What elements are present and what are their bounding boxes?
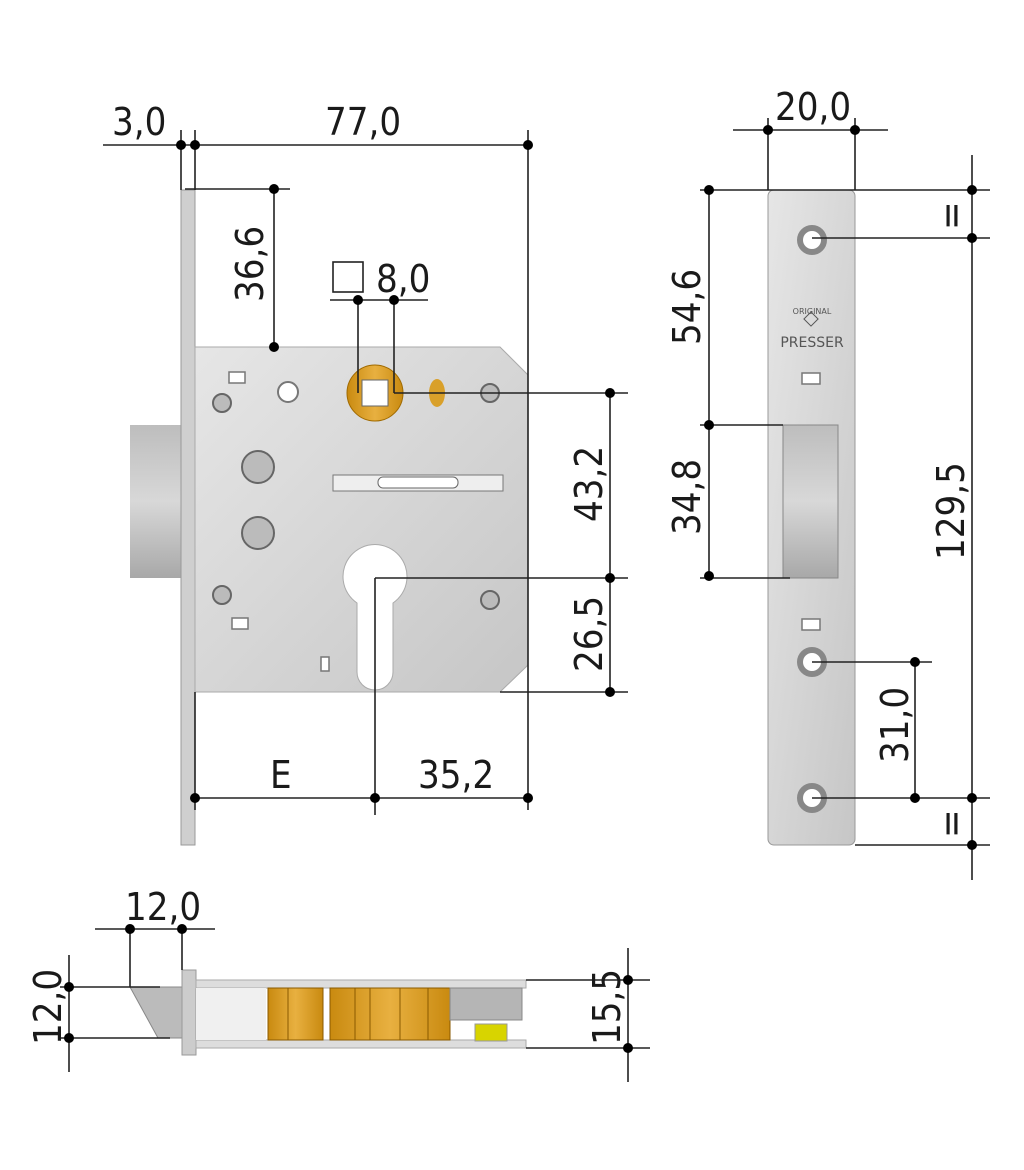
- dim-body-thickness: 15,5: [585, 969, 629, 1045]
- dim-body-depth: 77,0: [325, 100, 401, 144]
- dim-follower-offset: 36,6: [228, 226, 272, 302]
- svg-text:PRESSER: PRESSER: [780, 335, 844, 351]
- dim-hole-spacing: 129,5: [929, 462, 973, 560]
- brass-gear: [267, 987, 324, 1041]
- faceplate: [180, 189, 196, 846]
- dim-equal-bottom: =: [929, 809, 973, 838]
- dim-equal-top: =: [929, 201, 973, 230]
- dim-faceplate: 3,0: [112, 100, 166, 144]
- dim-top-to-bolt: 54,6: [665, 269, 709, 345]
- dim-cylinder-bottom: 26,5: [567, 596, 611, 672]
- follower-square: [361, 379, 389, 407]
- strike-plate-view: ORIGINAL PRESSER 20,0 54,6 34,8 129,5 31…: [665, 85, 990, 880]
- latch-bolt: [130, 425, 182, 578]
- dim-spindle-square: 8,0: [376, 257, 430, 301]
- bolt-recess: [782, 424, 839, 579]
- front-view: 3,0 77,0 36,6 8,0 43,2 26,5 E 35,2: [103, 100, 628, 846]
- dim-lower-hole: 31,0: [873, 687, 917, 763]
- dim-cylinder-back: 35,2: [418, 753, 494, 797]
- dim-bolt-projection: 12,0: [125, 885, 201, 929]
- latch-bevel: [129, 986, 183, 1039]
- dim-backset: E: [270, 753, 292, 797]
- dim-spindle-cylinder: 43,2: [567, 446, 611, 522]
- logo: ORIGINAL PRESSER: [780, 307, 844, 351]
- dim-side-bolt-height: 12,0: [26, 969, 70, 1045]
- dim-bolt-height: 34,8: [665, 459, 709, 535]
- side-view: 12,0 12,0 15,5: [26, 885, 650, 1082]
- dim-strike-width: 20,0: [775, 85, 851, 129]
- svg-text:ORIGINAL: ORIGINAL: [793, 307, 832, 316]
